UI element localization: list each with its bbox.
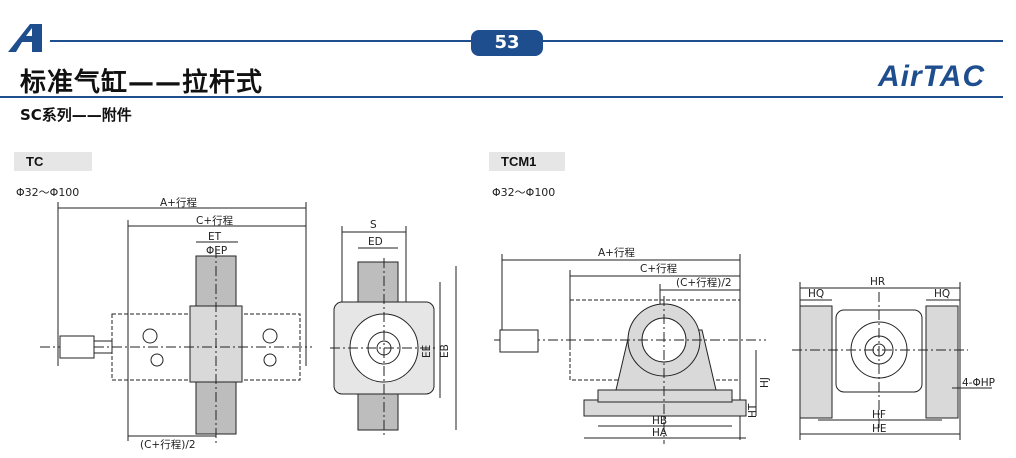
tc-end-view-drawing: S ED EE EB bbox=[330, 219, 457, 438]
tcm1-dim-a-stroke: A+行程 bbox=[598, 246, 635, 259]
tc-dim-half-c-stroke: (C+行程)/2 bbox=[140, 438, 196, 451]
tcm1-dim-half-c-stroke: (C+行程)/2 bbox=[676, 276, 732, 289]
tcm1-dim-hr: HR bbox=[870, 276, 885, 288]
title-rule bbox=[0, 96, 1003, 98]
section-tag-tc: TC bbox=[14, 152, 92, 171]
tcm1-dim-hp: 4-ΦHP bbox=[962, 377, 995, 389]
tcm1-dim-hq-left: HQ bbox=[808, 288, 824, 300]
bore-range-tc: Φ32～Φ100 bbox=[16, 186, 80, 199]
header-rule-right bbox=[543, 40, 1003, 42]
section-tag-tcm1: TCM1 bbox=[489, 152, 565, 171]
brand-logo: AirTAC bbox=[878, 60, 986, 93]
tc-dim-ee: EE bbox=[421, 345, 433, 358]
tcm1-dim-hb: HB bbox=[652, 415, 667, 427]
tc-side-view-drawing: A+行程 C+行程 ET ΦEP (C+行程)/2 bbox=[40, 196, 312, 451]
tcm1-dim-ha: HA bbox=[652, 427, 668, 439]
tc-dim-s: S bbox=[370, 219, 377, 231]
tcm1-dim-c-stroke: C+行程 bbox=[640, 262, 678, 275]
airtac-a-logo-icon bbox=[8, 24, 42, 52]
tc-dim-a-stroke: A+行程 bbox=[160, 196, 197, 209]
tcm1-dim-hq-right: HQ bbox=[934, 288, 950, 300]
page-number: 53 bbox=[471, 30, 543, 56]
page-subtitle: SC系列——附件 bbox=[20, 106, 132, 124]
tcm1-end-view-drawing: HR HQ HQ HF HE 4-ΦHP bbox=[792, 276, 995, 440]
tc-dim-et: ET bbox=[208, 231, 222, 243]
tc-dim-eb: EB bbox=[439, 344, 451, 358]
tc-dim-c-stroke: C+行程 bbox=[196, 214, 234, 227]
bore-range-tcm1: Φ32～Φ100 bbox=[492, 186, 556, 199]
tcm1-dim-hf: HF bbox=[872, 409, 886, 421]
tcm1-side-view-drawing: A+行程 C+行程 (C+行程)/2 HB HA HT HJ bbox=[494, 246, 771, 444]
page-title: 标准气缸——拉杆式 bbox=[20, 68, 264, 98]
header-rule-left bbox=[50, 40, 471, 42]
tc-dim-ep: ΦEP bbox=[206, 245, 227, 257]
tcm1-dim-ht: HT bbox=[747, 403, 759, 418]
tcm1-dim-hj: HJ bbox=[759, 377, 771, 388]
tcm1-dim-he: HE bbox=[872, 423, 887, 435]
tc-dim-ed: ED bbox=[368, 236, 383, 248]
